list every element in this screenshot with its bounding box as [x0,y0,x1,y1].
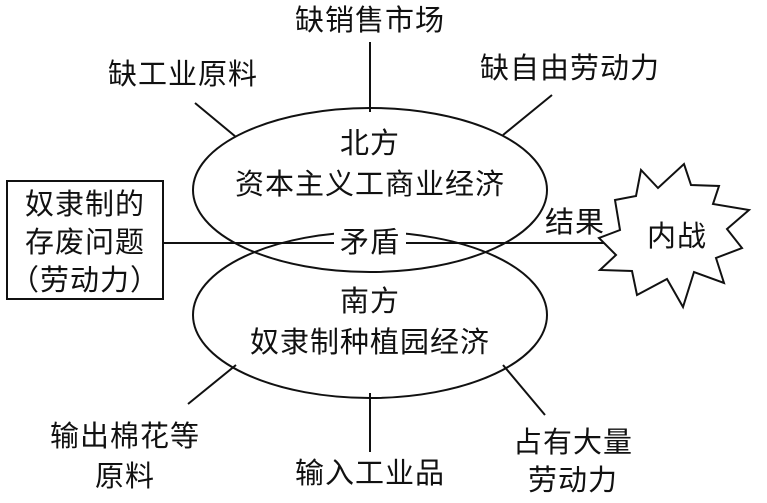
label-south-labor-line1: 占有大量 [512,425,633,459]
civil-war-label: 内战 [646,219,707,253]
label-south-import: 输入工业品 [294,456,445,490]
spoke-south-labor [502,364,546,416]
north-title: 北方 [339,126,400,160]
issue-box-line-1: 奴隶制的 [24,187,145,221]
label-south-export-line2: 原料 [94,459,155,493]
label-south-labor-line2: 劳动力 [527,463,618,497]
label-north-market: 缺销售市场 [294,3,445,37]
conflict-label: 矛盾 [320,224,420,260]
issue-box-line-2: 存废问题 [24,225,145,259]
spoke-south-export [187,364,237,405]
spoke-north-labor [502,94,553,136]
issue-box-line-3: （劳动力） [9,263,160,297]
south-economy: 奴隶制种植园经济 [249,325,490,359]
north-economy: 资本主义工商业经济 [234,167,505,201]
conflict-text: 矛盾 [333,225,406,259]
label-north-materials: 缺工业原料 [107,57,258,91]
spoke-north-materials [194,102,237,138]
label-south-export-line1: 输出棉花等 [49,419,200,453]
label-north-labor: 缺自由劳动力 [479,51,660,85]
north-ellipse [192,107,548,273]
civil-war-burst [597,162,752,310]
result-label: 结果 [544,205,605,239]
slavery-issue-box: 奴隶制的 存废问题 （劳动力） [6,180,164,300]
south-title: 南方 [339,284,400,318]
